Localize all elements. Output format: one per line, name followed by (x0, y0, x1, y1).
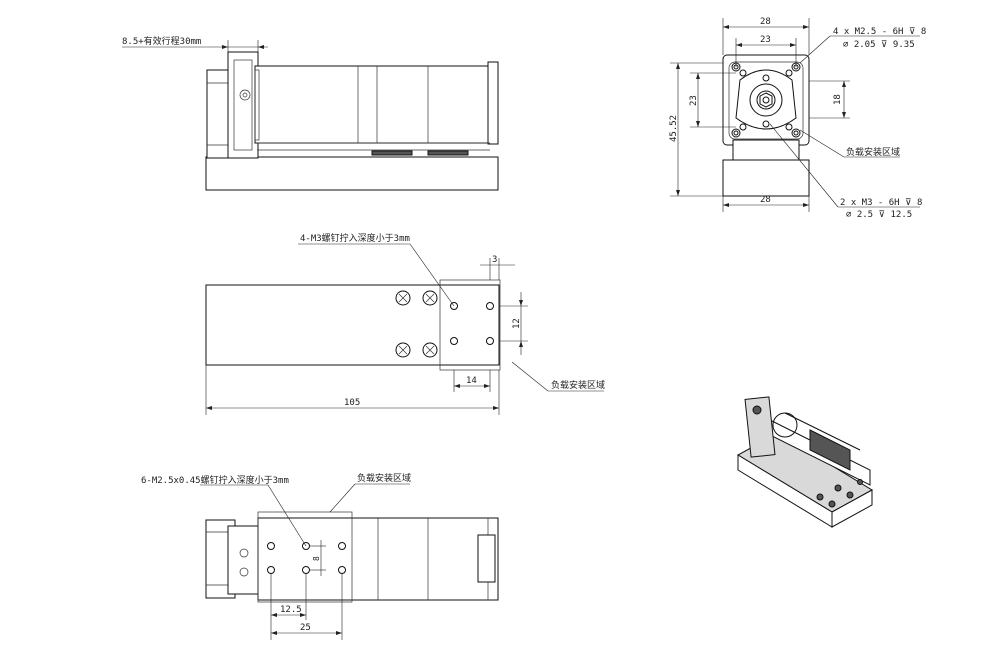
bottom-view-screw-note: 6-M2.5x0.45螺钉拧入深度小于3mm (141, 474, 289, 486)
end-view: 28 23 23 45.52 18 28 (669, 17, 926, 220)
isometric-view (737, 396, 873, 528)
dim-hole-pitch-side: 23 (689, 95, 699, 106)
end-view-load-zone: 负载安装区域 (846, 146, 900, 158)
dim-105: 105 (344, 398, 360, 408)
top-view-load-zone: 负载安装区域 (551, 379, 605, 391)
dim-width-bottom: 28 (760, 195, 771, 205)
dim-14: 14 (466, 376, 477, 386)
top-view: 4-M3螺钉拧入深度小于3mm 3 12 14 105 负载安装区域 (205, 232, 605, 415)
dim-12: 12 (512, 318, 522, 329)
dim-25: 25 (300, 623, 311, 633)
bottom-view-load-zone: 负载安装区域 (357, 472, 411, 484)
bottom-view: 6-M2.5x0.45螺钉拧入深度小于3mm 负载安装区域 8 12.5 25 (141, 472, 499, 640)
callout-m25-drill: ⌀ 2.05 ⊽ 9.35 (843, 40, 915, 50)
dim-height: 45.52 (669, 115, 679, 142)
callout-m25: 4 x M2.5 - 6H ⊽ 8 (833, 27, 926, 37)
dim-width-top: 28 (760, 17, 771, 27)
dim-3: 3 (492, 255, 497, 265)
stroke-note: 8.5+有效行程30mm (122, 35, 201, 47)
front-view: 8.5+有效行程30mm (122, 35, 499, 191)
dim-8: 8 (312, 556, 321, 561)
dim-center: 18 (833, 94, 843, 105)
dim-hole-pitch-top: 23 (760, 35, 771, 45)
dim-12-5: 12.5 (280, 605, 302, 615)
top-view-screw-note: 4-M3螺钉拧入深度小于3mm (300, 232, 410, 244)
callout-m3-drill: ⌀ 2.5 ⊽ 12.5 (846, 210, 912, 220)
callout-m3: 2 x M3 - 6H ⊽ 8 (840, 198, 922, 208)
